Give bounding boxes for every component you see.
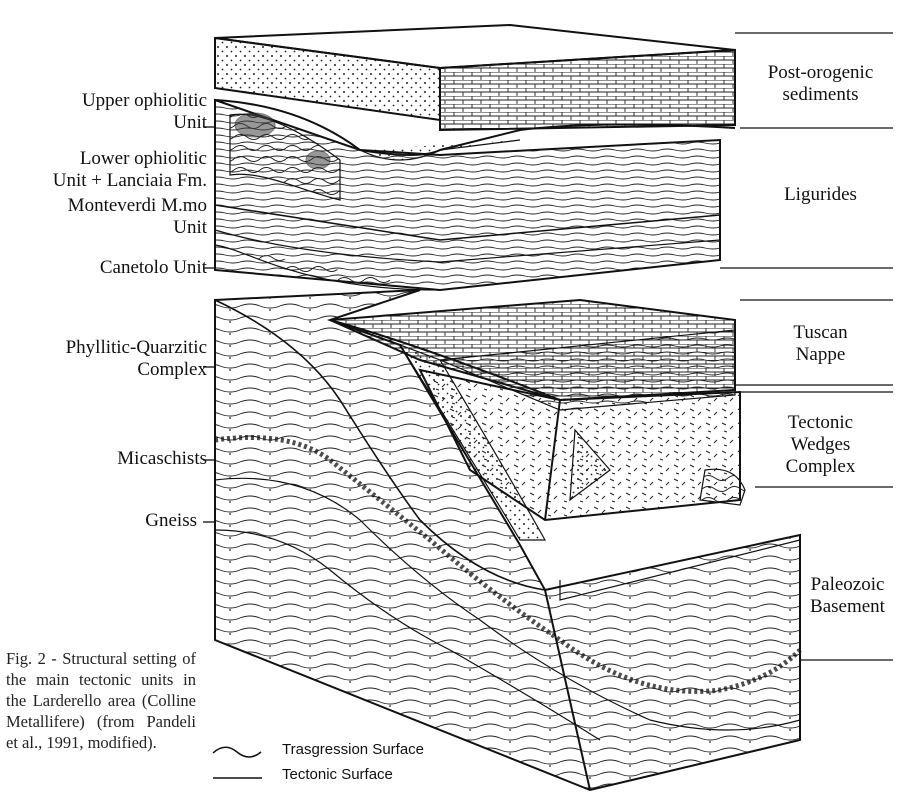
label-ligurides: Ligurides bbox=[748, 184, 893, 206]
label-micaschists: Micaschists bbox=[117, 448, 207, 470]
legend-trasgression-label: Trasgression Surface bbox=[282, 741, 424, 758]
label-phyllitic: Phyllitic-Quarzitic Complex bbox=[66, 337, 207, 381]
label-upper-ophiolitic: Upper ophiolitic Unit bbox=[82, 90, 207, 134]
label-paleozoic-basement: Paleozoic Basement bbox=[790, 574, 905, 618]
figure-caption: Fig. 2 - Structural setting of the main … bbox=[6, 648, 196, 753]
label-gneiss: Gneiss bbox=[145, 510, 197, 532]
label-lower-ophiolitic: Lower ophiolitic Unit + Lanciaia Fm. bbox=[53, 148, 207, 192]
legend-symbols bbox=[213, 747, 262, 778]
label-monteverdi: Monteverdi M.mo Unit bbox=[68, 195, 207, 239]
label-tuscan-nappe: Tuscan Nappe bbox=[748, 322, 893, 366]
label-tectonic-wedges: Tectonic Wedges Complex bbox=[748, 412, 893, 478]
trasgression-wavy-symbol bbox=[213, 747, 261, 757]
label-post-orogenic: Post-orogenic sediments bbox=[748, 62, 893, 106]
legend-tectonic-label: Tectonic Surface bbox=[282, 766, 393, 783]
label-canetolo: Canetolo Unit bbox=[100, 257, 207, 279]
